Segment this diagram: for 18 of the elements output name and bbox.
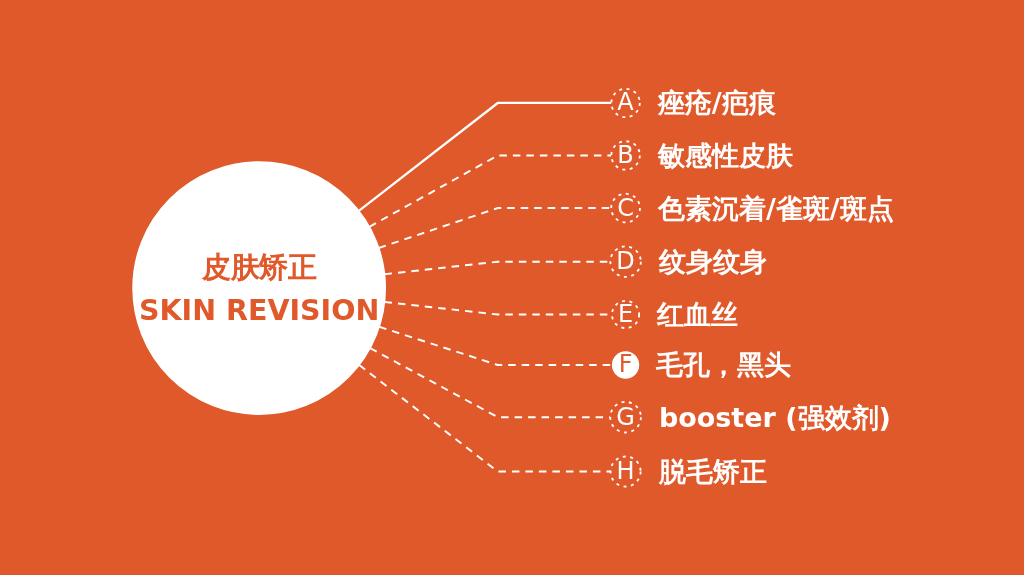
node-circle: D — [609, 245, 642, 279]
node-circle: H — [609, 455, 642, 488]
node-caption: booster (强效剂) — [659, 401, 892, 433]
node-caption: 脱毛矫正 — [658, 456, 767, 488]
node-circle: 皮肤矫正 SKIN REVISION — [132, 161, 387, 416]
node-circle: B — [610, 140, 641, 171]
node-caption: 红血丝 — [657, 299, 739, 331]
node-caption: 色素沉着/雀斑/斑点 — [658, 192, 894, 224]
node-caption: 纹身纹身 — [659, 246, 768, 278]
node-circle: G — [609, 401, 643, 434]
node-caption: 毛孔，黑头 — [656, 349, 792, 381]
node-circle: F — [612, 351, 640, 379]
node-circle: A — [610, 88, 641, 119]
node-circle: C — [610, 193, 642, 224]
node-caption: 痤疮/疤痕 — [658, 87, 776, 119]
node-circle: E — [611, 300, 641, 330]
node-caption: 敏感性皮肤 — [658, 140, 794, 172]
connector — [358, 102, 612, 212]
